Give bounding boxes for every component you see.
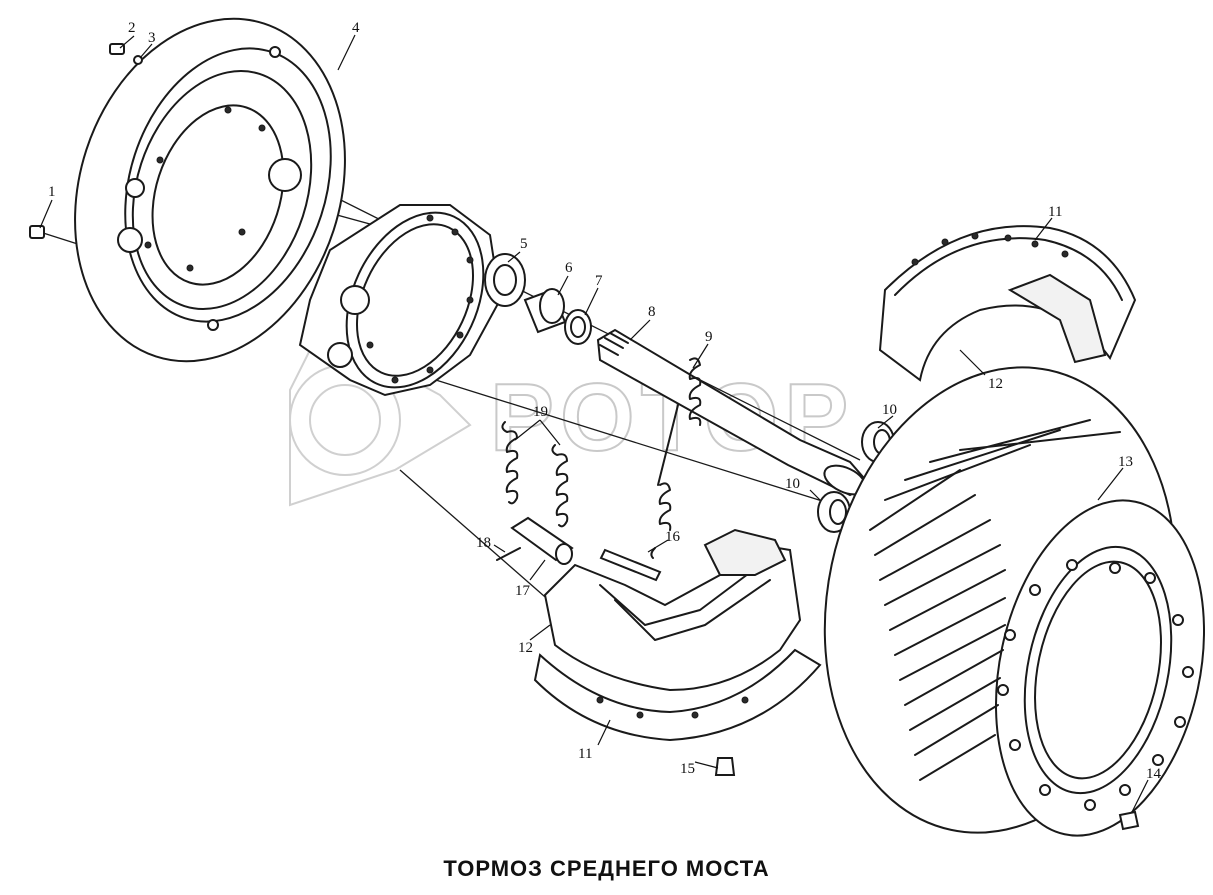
brake-drum-13 [823, 366, 1206, 837]
bushing-6 [523, 288, 567, 334]
bolt-2 [109, 43, 125, 55]
diagram-caption: ТОРМОЗ СРЕДНЕГО МОСТА [443, 856, 770, 881]
callout-11-upper: 11 [1048, 204, 1062, 220]
callout-18: 18 [476, 535, 491, 551]
callout-7: 7 [595, 273, 603, 289]
callout-15: 15 [680, 761, 695, 777]
brake-shoe-lower [533, 528, 822, 742]
callout-6: 6 [565, 260, 573, 276]
bolt-1 [29, 225, 45, 239]
cotter-18 [496, 547, 521, 561]
brake-shoe-upper [878, 225, 1137, 382]
callout-12-upper: 12 [988, 376, 1003, 392]
callout-1: 1 [48, 184, 56, 200]
wheel-bolt-14 [1118, 810, 1140, 831]
callouts: 1 2 3 4 5 6 7 8 9 10 10 11 11 12 12 13 1… [48, 20, 1162, 782]
seal-ring-7 [564, 309, 592, 345]
callout-8: 8 [648, 304, 656, 320]
callout-9: 9 [705, 329, 713, 345]
brake-bracket [298, 204, 526, 397]
callout-5: 5 [520, 236, 528, 252]
backing-plate [74, 17, 346, 363]
callout-12-lower: 12 [518, 640, 533, 656]
callout-3: 3 [148, 30, 156, 46]
callout-10-lower: 10 [785, 476, 800, 492]
callout-19: 19 [533, 404, 548, 420]
callout-10-upper: 10 [882, 402, 897, 418]
callout-17: 17 [515, 583, 531, 599]
shoe-pin-17 [510, 516, 574, 565]
callout-2: 2 [128, 20, 136, 36]
callout-14: 14 [1146, 766, 1162, 782]
leader-lines [39, 34, 1149, 813]
callout-16: 16 [665, 529, 681, 545]
grease-fitting-15 [714, 757, 736, 776]
callout-4: 4 [352, 20, 360, 36]
callout-11-lower: 11 [578, 746, 592, 762]
callout-13: 13 [1118, 454, 1133, 470]
springs-19 [501, 421, 569, 528]
bolts-small [29, 43, 143, 239]
pin-16 [599, 548, 662, 582]
